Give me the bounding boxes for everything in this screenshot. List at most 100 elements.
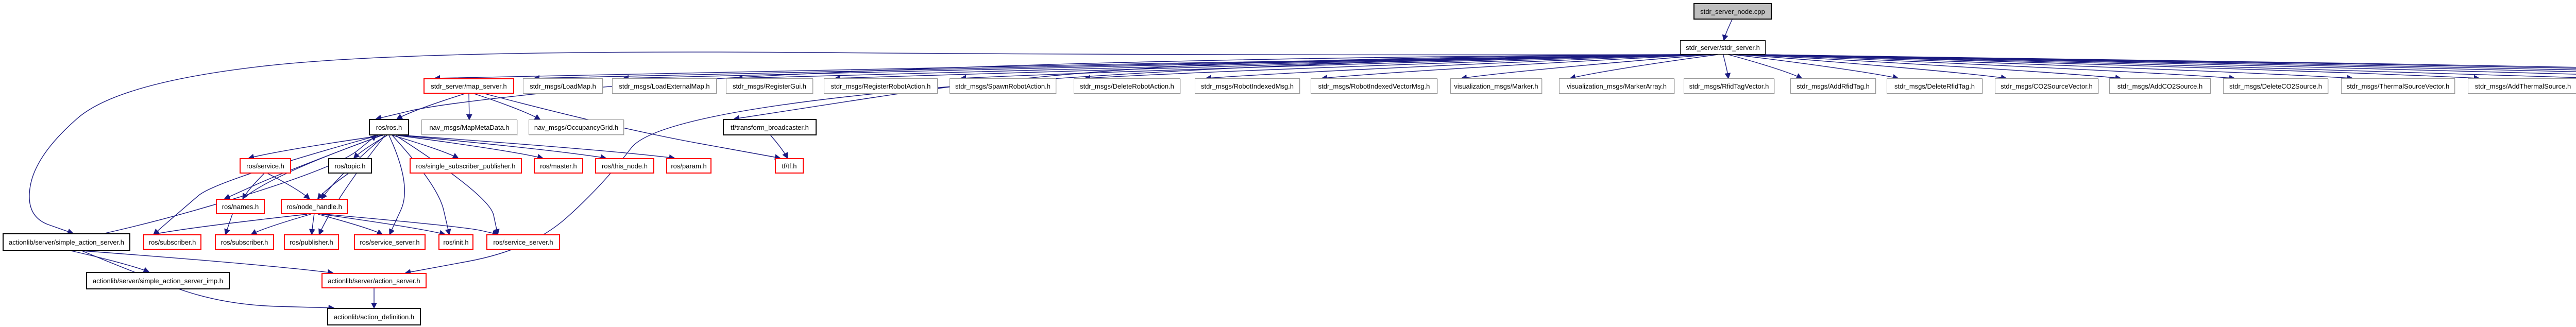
graph-node-label: ros/service.h (246, 162, 284, 170)
graph-node-sas[interactable]: actionlib/server/simple_action_server.h (3, 233, 130, 251)
graph-node-publisher[interactable]: ros/publisher.h (284, 234, 339, 250)
include-edge-node_cpp-to-server_h (1722, 19, 1733, 41)
graph-node-label: ros/publisher.h (290, 238, 333, 246)
graph-node-load-map[interactable]: stdr_msgs/LoadMap.h (523, 78, 603, 94)
graph-node-label: ros/names.h (222, 202, 259, 211)
graph-node-co2-vec[interactable]: stdr_msgs/CO2SourceVector.h (1995, 78, 2098, 94)
graph-node-label: ros/node_handle.h (286, 202, 342, 211)
include-edge-ros_ros-to-init (392, 135, 451, 235)
graph-node-ssp[interactable]: ros/single_subscriber_publisher.h (410, 158, 522, 174)
include-edge-server_h-to-add_rfid (1728, 54, 1803, 79)
graph-node-node-cpp[interactable]: stdr_server_node.cpp (1693, 3, 1772, 20)
graph-node-topic[interactable]: ros/topic.h (328, 158, 372, 174)
include-edge-service-to-node_handle (267, 173, 310, 200)
graph-node-vis-marker[interactable]: visualization_msgs/Marker.h (1450, 78, 1542, 94)
graph-node-tf-broadcaster[interactable]: tf/transform_broadcaster.h (723, 119, 817, 135)
graph-node-server-h[interactable]: stdr_server/stdr_server.h (1680, 40, 1766, 55)
graph-node-load-ext[interactable]: stdr_msgs/LoadExternalMap.h (612, 78, 717, 94)
include-edge-ros_ros-to-subscriber_a (152, 135, 379, 235)
graph-node-label: stdr_msgs/LoadExternalMap.h (619, 82, 710, 90)
include-edge-ros_ros-to-service_server_a (388, 135, 405, 235)
graph-node-robot-idx-vec[interactable]: stdr_msgs/RobotIndexedVectorMsg.h (1311, 78, 1437, 94)
graph-node-label: actionlib/server/simple_action_server_im… (93, 277, 223, 285)
graph-node-label: ros/ros.h (376, 123, 402, 131)
include-edge-tf_broadcaster-to-tf_tf (770, 135, 788, 159)
include-edge-ros_ros-to-this_node (400, 135, 607, 161)
include-edge-server_h-to-thermal_vec (1756, 54, 2353, 81)
graph-node-occupancy[interactable]: nav_msgs/OccupancyGrid.h (529, 119, 624, 135)
graph-node-label: stdr_server/map_server.h (431, 82, 507, 90)
include-edge-node_handle-to-service_server_a (318, 214, 383, 235)
include-edge-node_handle-to-subscriber_a (152, 214, 308, 236)
include-edge-node_handle-to-publisher (309, 214, 315, 235)
graph-node-label: ros/init.h (443, 238, 469, 246)
graph-node-add-co2[interactable]: stdr_msgs/AddCO2Source.h (2109, 78, 2211, 94)
graph-node-label: stdr_server_node.cpp (1700, 7, 1765, 15)
include-edge-node_handle-to-init (321, 214, 446, 236)
include-edge-map_server-to-ros_ros (396, 93, 465, 119)
graph-node-label: ros/single_subscriber_publisher.h (416, 162, 516, 170)
graph-node-label: stdr_server/stdr_server.h (1686, 43, 1760, 51)
graph-node-action-def[interactable]: actionlib/action_definition.h (327, 308, 421, 325)
include-edge-server_h-to-ros_ros (375, 54, 1686, 121)
graph-node-label: ros/master.h (540, 162, 577, 170)
graph-node-label: ros/topic.h (334, 162, 366, 170)
graph-node-param[interactable]: ros/param.h (666, 158, 711, 174)
include-edge-node_handle-to-service_server_b (325, 214, 499, 236)
graph-node-service-server-a[interactable]: ros/service_server.h (354, 234, 426, 250)
graph-node-sas-imp[interactable]: actionlib/server/simple_action_server_im… (86, 272, 230, 289)
graph-node-rfid-vec[interactable]: stdr_msgs/RfidTagVector.h (1684, 78, 1774, 94)
include-edge-server_h-to-add_co2 (1744, 54, 2122, 81)
graph-node-subscriber-b[interactable]: ros/subscriber.h (215, 234, 274, 250)
graph-node-map-server[interactable]: stdr_server/map_server.h (423, 78, 514, 94)
graph-node-del-rfid[interactable]: stdr_msgs/DeleteRfidTag.h (1887, 78, 1982, 94)
graph-node-action-server[interactable]: actionlib/server/action_server.h (321, 273, 427, 288)
include-edge-sas-to-action_server (81, 250, 334, 276)
graph-node-label: nav_msgs/OccupancyGrid.h (534, 123, 619, 131)
graph-node-reg-gui[interactable]: stdr_msgs/RegisterGui.h (726, 78, 813, 94)
graph-node-subscriber-a[interactable]: ros/subscriber.h (143, 234, 201, 250)
graph-node-add-rfid[interactable]: stdr_msgs/AddRfidTag.h (1790, 78, 1876, 94)
graph-node-label: stdr_msgs/CO2SourceVector.h (2001, 82, 2093, 90)
include-edge-server_h-to-del_co2 (1750, 54, 2235, 81)
graph-node-map-meta[interactable]: nav_msgs/MapMetaData.h (421, 119, 517, 135)
include-edge-server_h-to-sas (29, 51, 1686, 235)
graph-node-label: ros/subscriber.h (148, 238, 196, 246)
include-edge-topic-to-node_handle (317, 173, 349, 200)
graph-node-label: stdr_msgs/RegisterGui.h (732, 82, 807, 90)
graph-node-del-co2[interactable]: stdr_msgs/DeleteCO2Source.h (2223, 78, 2328, 94)
graph-node-label: ros/subscriber.h (221, 238, 268, 246)
graph-node-service-server-b[interactable]: ros/service_server.h (486, 234, 560, 250)
graph-node-label: ros/param.h (671, 162, 707, 170)
include-edge-sas-to-sas_imp (71, 250, 150, 273)
graph-node-label: stdr_msgs/AddRfidTag.h (1797, 82, 1870, 90)
graph-node-label: nav_msgs/MapMetaData.h (429, 123, 510, 131)
graph-node-label: stdr_msgs/ThermalSourceVector.h (2346, 82, 2450, 90)
graph-node-spawn-robot[interactable]: stdr_msgs/SpawnRobotAction.h (950, 78, 1056, 94)
include-edge-server_h-to-rfid_vec (1722, 54, 1731, 79)
include-edge-node_handle-to-subscriber_b (250, 214, 311, 235)
include-edge-server_h-to-del_rfid (1733, 54, 1899, 80)
graph-node-thermal-vec[interactable]: stdr_msgs/ThermalSourceVector.h (2341, 78, 2455, 94)
graph-node-del-robot[interactable]: stdr_msgs/DeleteRobotAction.h (1074, 78, 1180, 94)
graph-node-label: stdr_msgs/DeleteCO2Source.h (2229, 82, 2322, 90)
include-edge-server_h-to-spawn_robot (960, 54, 1687, 81)
graph-node-service[interactable]: ros/service.h (240, 158, 291, 174)
include-edge-ros_ros-to-publisher (318, 135, 386, 235)
graph-node-init[interactable]: ros/init.h (438, 234, 473, 250)
graph-node-robot-idx[interactable]: stdr_msgs/RobotIndexedMsg.h (1195, 78, 1300, 94)
include-edge-ros_ros-to-service_server_b (395, 135, 500, 235)
graph-node-names[interactable]: ros/names.h (216, 199, 265, 214)
graph-node-label: actionlib/server/simple_action_server.h (9, 238, 124, 246)
graph-node-label: actionlib/server/action_server.h (328, 277, 420, 285)
graph-node-this-node[interactable]: ros/this_node.h (595, 158, 654, 174)
graph-node-add-thermal[interactable]: stdr_msgs/AddThermalSource.h (2468, 78, 2576, 94)
graph-node-master[interactable]: ros/master.h (534, 158, 583, 174)
include-edge-ros_ros-to-master (397, 135, 544, 160)
graph-node-tf-tf[interactable]: tf/tf.h (775, 158, 804, 174)
include-edge-server_h-to-co2_vec (1739, 54, 2007, 81)
graph-node-ros-ros[interactable]: ros/ros.h (369, 119, 409, 135)
graph-node-reg-robot[interactable]: stdr_msgs/RegisterRobotAction.h (824, 78, 938, 94)
graph-node-vis-marker-arr[interactable]: visualization_msgs/MarkerArray.h (1559, 78, 1674, 94)
graph-node-node-handle[interactable]: ros/node_handle.h (281, 199, 348, 214)
